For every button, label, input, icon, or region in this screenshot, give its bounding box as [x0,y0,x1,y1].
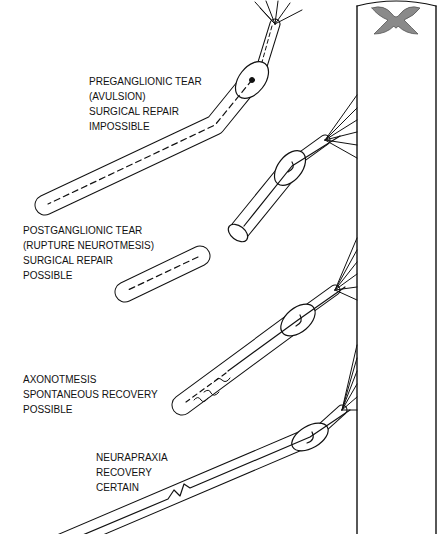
injury-label: POSSIBLE [22,270,73,282]
injury-label: CERTAIN [95,482,140,494]
injury-label: (RUPTURE NEUROTMESIS) [22,240,155,252]
injury-label: SURGICAL REPAIR [22,255,114,267]
injury-label: AXONOTMESIS [22,374,97,386]
injury-label: SPONTANEOUS RECOVERY [22,389,159,401]
injury-label: IMPOSSIBLE [88,121,151,133]
injury-label: SURGICAL REPAIR [88,106,180,118]
injury-label: POSTGANGLIONIC TEAR [22,225,143,237]
injury-label: PREGANGLIONIC TEAR [88,76,203,88]
injury-label: NEURAPRAXIA [95,452,169,464]
injury-label: (AVULSION) [88,91,147,103]
injury-label: POSSIBLE [22,404,73,416]
injury-label: RECOVERY [95,467,153,479]
